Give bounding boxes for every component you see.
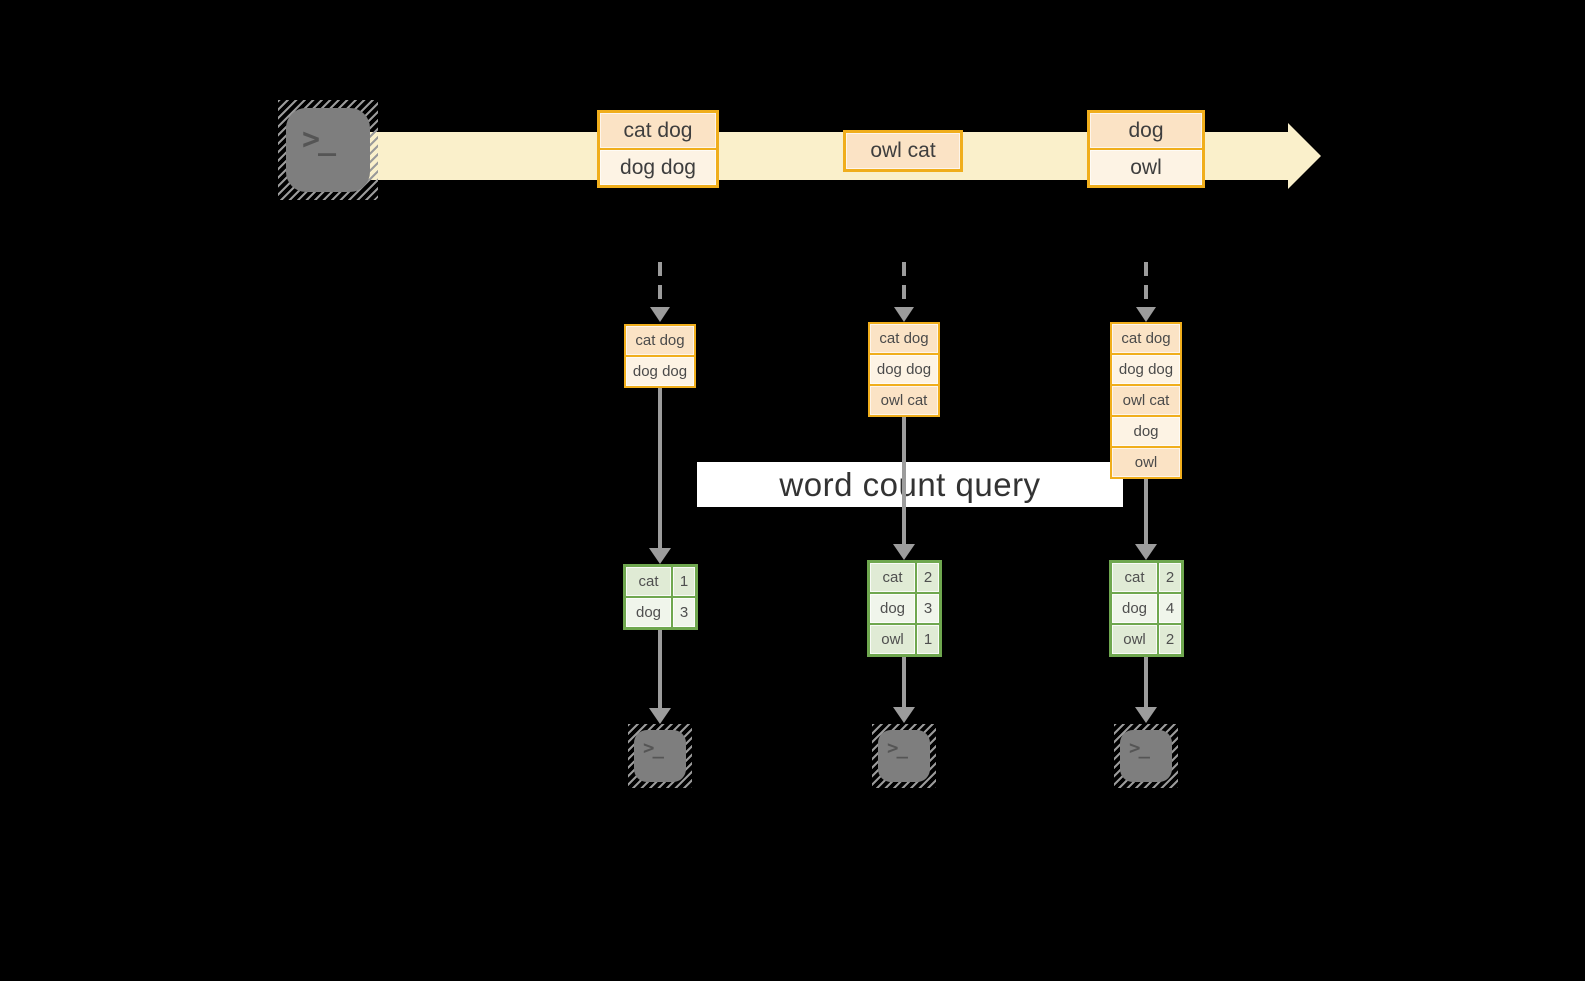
- terminal-prompt-icon: >_: [302, 122, 336, 157]
- count-cell: 3: [673, 598, 695, 627]
- down-arrow: [658, 630, 662, 708]
- word-cell: cat: [870, 563, 915, 592]
- count-cell: 4: [1159, 594, 1181, 623]
- word-count-table-3: cat 2 dog 4 owl 2: [1109, 560, 1184, 657]
- terminal-prompt-icon: >_: [643, 737, 664, 759]
- batch-record: owl: [1112, 448, 1180, 477]
- batch-record: cat dog: [1112, 324, 1180, 353]
- dashed-down-arrow-head-icon: [650, 307, 670, 322]
- batch-record: dog dog: [870, 355, 938, 384]
- micro-batch-1: cat dog dog dog: [624, 324, 696, 388]
- stream-record-box-3: dog owl: [1087, 110, 1205, 188]
- down-arrow: [1144, 657, 1148, 707]
- terminal-screen: >_: [286, 108, 370, 192]
- batch-record: dog dog: [1112, 355, 1180, 384]
- stream-record: owl cat: [846, 133, 960, 169]
- dashed-down-arrow: [902, 262, 906, 308]
- word-cell: owl: [1112, 625, 1157, 654]
- word-cell: owl: [870, 625, 915, 654]
- batch-record: cat dog: [626, 326, 694, 355]
- word-cell: dog: [1112, 594, 1157, 623]
- stream-record: owl: [1090, 150, 1202, 185]
- dashed-down-arrow-head-icon: [1136, 307, 1156, 322]
- terminal-screen: >_: [878, 730, 930, 782]
- sink-terminal-icon: >_: [1114, 724, 1178, 788]
- word-cell: dog: [626, 598, 671, 627]
- dashed-down-arrow: [1144, 262, 1148, 308]
- down-arrow-head-icon: [893, 544, 915, 560]
- word-cell: cat: [1112, 563, 1157, 592]
- micro-batch-3: cat dog dog dog owl cat dog owl: [1110, 322, 1182, 479]
- word-cell: dog: [870, 594, 915, 623]
- sink-terminal-icon: >_: [872, 724, 936, 788]
- batch-record: owl cat: [870, 386, 938, 415]
- down-arrow: [658, 388, 662, 548]
- dashed-down-arrow-head-icon: [894, 307, 914, 322]
- batch-record: owl cat: [1112, 386, 1180, 415]
- micro-batch-2: cat dog dog dog owl cat: [868, 322, 940, 417]
- down-arrow-head-icon: [1135, 707, 1157, 723]
- terminal-prompt-icon: >_: [1129, 737, 1150, 759]
- batch-record: cat dog: [870, 324, 938, 353]
- terminal-prompt-icon: >_: [887, 737, 908, 759]
- count-cell: 1: [917, 625, 939, 654]
- batch-record: dog: [1112, 417, 1180, 446]
- word-count-table-1: cat 1 dog 3: [623, 564, 698, 630]
- down-arrow-head-icon: [1135, 544, 1157, 560]
- stream-record: cat dog: [600, 113, 716, 148]
- word-count-table-2: cat 2 dog 3 owl 1: [867, 560, 942, 657]
- stream-record-box-1: cat dog dog dog: [597, 110, 719, 188]
- stream-record-box-2: owl cat: [843, 130, 963, 172]
- stream-arrow-head-icon: [1288, 123, 1321, 189]
- stream-record: dog: [1090, 113, 1202, 148]
- count-cell: 2: [1159, 625, 1181, 654]
- terminal-screen: >_: [1120, 730, 1172, 782]
- source-terminal-icon: >_: [278, 100, 378, 200]
- sink-terminal-icon: >_: [628, 724, 692, 788]
- dashed-down-arrow: [658, 262, 662, 308]
- stream-record: dog dog: [600, 150, 716, 185]
- query-label: word count query: [779, 465, 1041, 503]
- count-cell: 2: [1159, 563, 1181, 592]
- down-arrow-head-icon: [893, 707, 915, 723]
- terminal-screen: >_: [634, 730, 686, 782]
- down-arrow: [902, 417, 906, 544]
- down-arrow: [1144, 479, 1148, 544]
- count-cell: 3: [917, 594, 939, 623]
- down-arrow-head-icon: [649, 548, 671, 564]
- batch-record: dog dog: [626, 357, 694, 386]
- count-cell: 1: [673, 567, 695, 596]
- query-banner: word count query: [697, 462, 1123, 507]
- count-cell: 2: [917, 563, 939, 592]
- word-cell: cat: [626, 567, 671, 596]
- down-arrow-head-icon: [649, 708, 671, 724]
- down-arrow: [902, 657, 906, 707]
